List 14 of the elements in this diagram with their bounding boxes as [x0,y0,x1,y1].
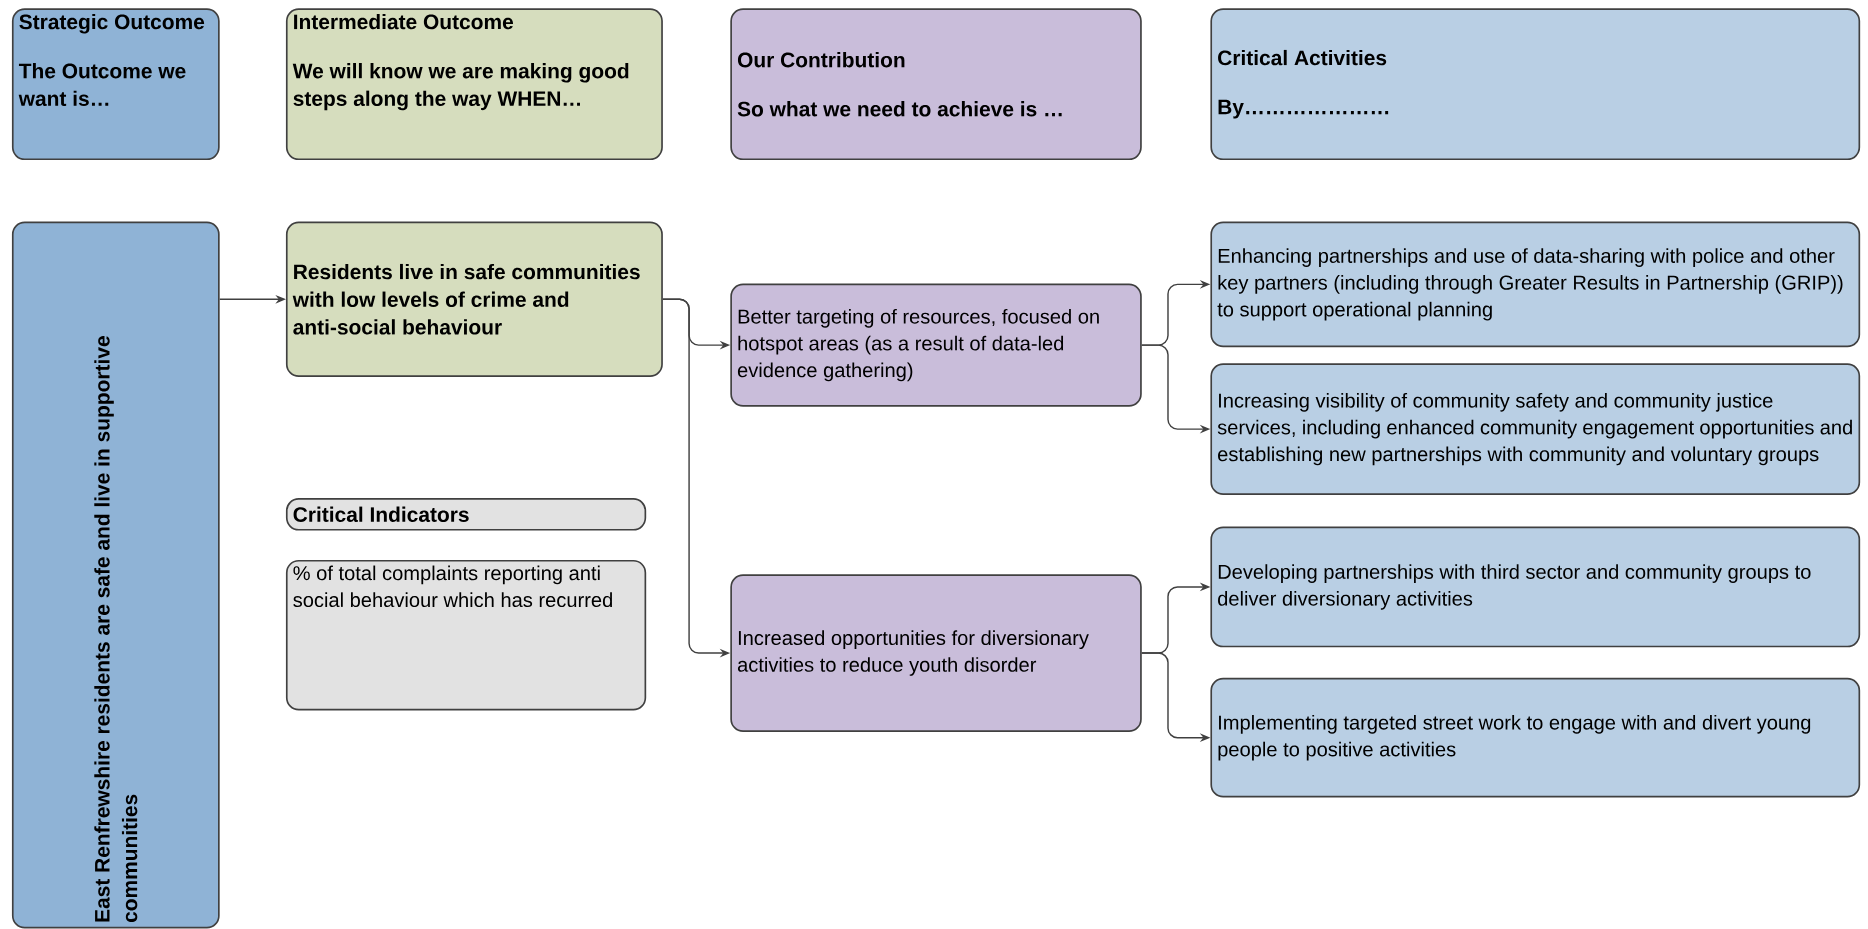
activity-box: Increasing visibility of community safety and community justice services, including enhanced community engagement opportunities and establishing new partnerships with community and voluntary groups [1210,363,1861,495]
indicator-box: % of total complaints reporting anti social behaviour which has recurred [285,559,647,711]
header-box: Our Contribution So what we need to achieve is … [730,8,1142,160]
activity-box: Implementing targeted street work to engage with and divert young people to positive activities [1210,677,1861,798]
activity-box: Enhancing partnerships and use of data-sharing with police and other key partners (including through Greater Results in Partnership (GRIP)) to support operational planning [1210,221,1861,348]
contribution-box: Better targeting of resources, focused on hotspot areas (as a result of data-led evidence gathering) [730,283,1142,407]
outcome-box: East Renfrewshire residents are safe and live in supportive communities [11,221,220,929]
indicator-heading-box: Critical Indicators [285,497,647,531]
activity-box: Developing partnerships with third sector and community groups to deliver diversionary activities [1210,526,1861,648]
contribution-box: Increased opportunities for diversionary activities to reduce youth disorder [730,574,1142,732]
header-box: Critical Activities By………………… [1210,8,1861,160]
header-box: Strategic Outcome The Outcome we want is… [11,8,220,160]
outcome-box: Residents live in safe communities with low levels of crime and anti-social behaviour [285,221,663,377]
header-box: Intermediate Outcome We will know we are making good steps along the way WHEN… [285,8,663,160]
